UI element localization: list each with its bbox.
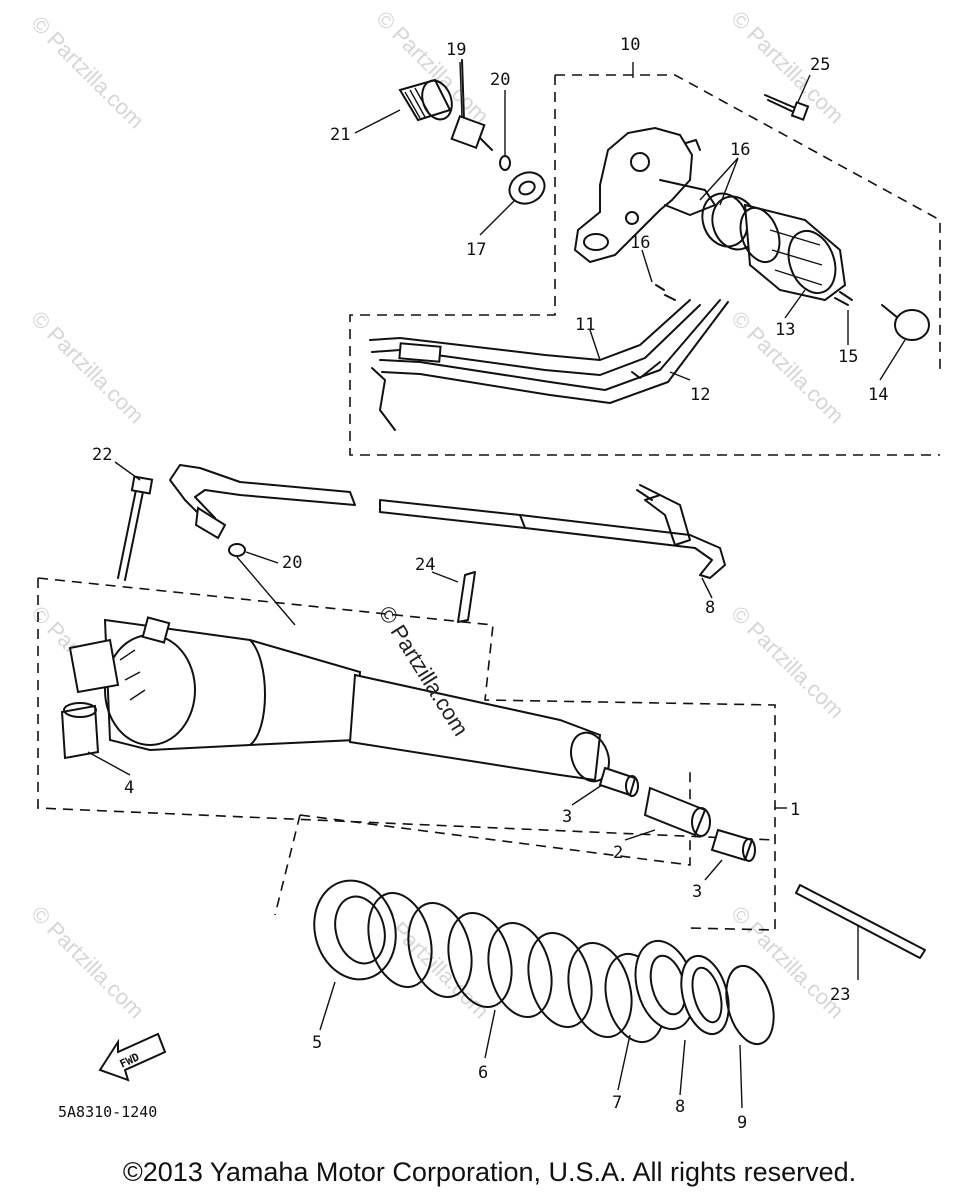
watermark: © Partzilla.com	[26, 11, 149, 134]
callout-6: 6	[478, 1063, 488, 1083]
callout-14: 14	[868, 385, 888, 405]
callouts: 21 19 20 17 10 25 16 16 11 12 13 15 14 2…	[92, 35, 888, 1133]
bolt-22	[117, 475, 154, 581]
callout-23: 23	[830, 985, 850, 1005]
rod-23	[795, 884, 926, 959]
fwd-arrow-icon: FWD	[98, 1032, 167, 1082]
collar-3-lower	[710, 828, 756, 862]
adjuster-cylinder	[701, 192, 847, 302]
callout-17: 17	[466, 240, 486, 260]
hoses-11-12	[369, 284, 729, 431]
callout-24: 24	[415, 555, 435, 575]
bearing-17	[508, 171, 546, 205]
callout-5: 5	[312, 1033, 322, 1053]
callout-10: 10	[620, 35, 640, 55]
collar-3-upper	[598, 766, 639, 797]
callout-7: 7	[612, 1093, 622, 1113]
callout-16: 16	[630, 233, 650, 253]
callout-22: 22	[92, 445, 112, 465]
valve-19	[450, 59, 493, 151]
o-ring-20	[499, 155, 511, 171]
spring-boundary	[274, 770, 691, 916]
cap-21	[398, 78, 453, 122]
callout-8-ring: 8	[675, 1097, 685, 1117]
bushing-4	[60, 702, 100, 760]
watermark: © Partzilla.com	[726, 601, 849, 724]
bolt-25	[764, 94, 810, 121]
clip-24	[457, 571, 476, 623]
bushing-2	[643, 786, 711, 837]
adjuster-housing	[573, 126, 716, 264]
callout-3: 3	[562, 807, 572, 827]
callout-19: 19	[446, 40, 466, 60]
callout-20: 20	[490, 70, 510, 90]
remote-hose-8	[169, 464, 726, 579]
watermark: © Partzilla.com	[26, 306, 149, 429]
shock-absorber-body	[68, 616, 610, 783]
shock-assembly-boundary	[37, 577, 776, 931]
callout-13: 13	[775, 320, 795, 340]
upper-assembly-boundary	[349, 74, 941, 456]
callout-8-hose: 8	[705, 598, 715, 618]
coil-spring	[313, 879, 666, 1044]
callout-25: 25	[810, 55, 830, 75]
ring-8	[680, 954, 730, 1036]
o-ring-20-lower	[228, 543, 246, 557]
callout-1: 1	[790, 800, 800, 820]
callout-4: 4	[124, 778, 134, 798]
leader-lines	[87, 61, 906, 1109]
callout-16: 16	[730, 140, 750, 160]
callout-3: 3	[692, 882, 702, 902]
callout-9: 9	[737, 1113, 747, 1133]
circlip-9	[725, 964, 775, 1046]
callout-11: 11	[575, 315, 595, 335]
screw-15	[834, 291, 853, 306]
callout-12: 12	[690, 385, 710, 405]
watermark: © Partzilla.com	[26, 901, 149, 1024]
watermark-group: © Partzilla.com © Partzilla.com © Partzi…	[26, 6, 849, 1024]
spring-seat-7	[634, 939, 696, 1031]
callout-20-lower: 20	[282, 553, 302, 573]
part-code: 5A8310-1240	[58, 1103, 157, 1121]
callout-21: 21	[330, 125, 350, 145]
copyright-notice: ©2013 Yamaha Motor Corporation, U.S.A. A…	[122, 1157, 857, 1187]
callout-2: 2	[613, 843, 623, 863]
callout-15: 15	[838, 347, 858, 367]
knob-14	[881, 304, 930, 341]
